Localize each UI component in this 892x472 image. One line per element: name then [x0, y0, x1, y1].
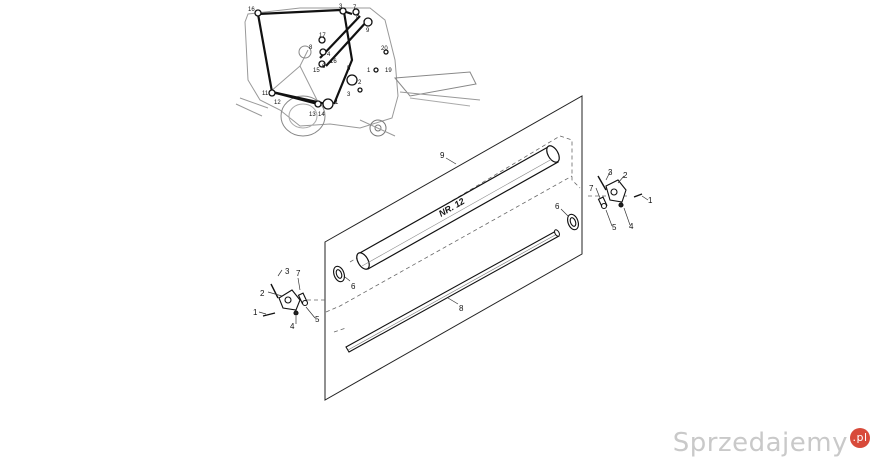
callout-16b-overview: 16	[330, 59, 337, 65]
callout-11-overview: 11	[262, 91, 269, 97]
callout-7-overview: 7	[353, 5, 357, 11]
baler-overview	[235, 7, 481, 137]
callout-13-overview: 13	[309, 112, 316, 118]
belt-path	[256, 8, 369, 106]
callout-3b-overview: 3	[347, 92, 351, 98]
callout-5-right: 5	[612, 223, 617, 232]
callout-5-overview: 5	[347, 66, 351, 72]
callout-9: 9	[440, 151, 445, 160]
callout-2-left: 2	[260, 289, 265, 298]
callout-19-overview: 19	[385, 68, 392, 74]
callout-12-overview: 12	[274, 100, 281, 106]
callout-2-overview: 2	[358, 80, 362, 86]
callout-17-overview: 17	[319, 33, 326, 39]
overview-rollers	[254, 7, 389, 110]
callout-4-left: 4	[290, 322, 295, 331]
callout-6-overview: 6	[322, 64, 326, 70]
tube-part-9	[356, 145, 560, 270]
callout-3-right: 3	[608, 168, 613, 177]
callout-5-left: 5	[315, 315, 320, 324]
callout-7-left: 7	[296, 269, 301, 278]
callout-4-right: 4	[629, 222, 634, 231]
leader-lines	[258, 157, 649, 324]
callout-18-overview: 1	[367, 68, 371, 74]
callout-9-overview: 9	[366, 28, 370, 34]
callout-4-overview: 4	[327, 52, 331, 58]
callout-1-right: 1	[648, 196, 653, 205]
bearing-right	[567, 213, 579, 231]
watermark-brand: Sprzedajemy	[672, 428, 848, 458]
bearing-left	[333, 265, 345, 283]
callout-8-overview: 8	[356, 14, 360, 20]
parts-plate	[324, 95, 583, 401]
callout-6-right: 6	[555, 202, 560, 211]
callout-7-right: 7	[589, 184, 594, 193]
callout-15-overview: 15	[313, 68, 320, 74]
flange-left	[262, 283, 309, 317]
callout-2-right: 2	[623, 171, 628, 180]
callout-3-overview: 3	[339, 4, 343, 10]
callout-1-overview: 1	[335, 100, 339, 106]
watermark: Sprzedajemy.pl	[673, 428, 870, 458]
overview-callouts: 16 3 7 8 9 17 8 4 6 16 15 20 1 19 5 2 3 …	[248, 4, 392, 118]
callout-16-overview: 16	[248, 7, 255, 13]
callout-8b-overview: 8	[309, 45, 313, 51]
callout-14-overview: 14	[318, 112, 325, 118]
callout-8: 8	[459, 304, 464, 313]
callout-3-left: 3	[285, 267, 290, 276]
callout-1-left: 1	[253, 308, 258, 317]
callout-20-overview: 20	[381, 46, 388, 52]
callout-6-left: 6	[351, 282, 356, 291]
flange-right	[597, 175, 643, 210]
watermark-tld-badge: .pl	[850, 428, 870, 448]
shaft-part-8	[345, 229, 560, 353]
exploded-callouts: 9 8 6 6 3 7 2 1 4 5 3 2 7 1 4 5	[253, 151, 653, 331]
